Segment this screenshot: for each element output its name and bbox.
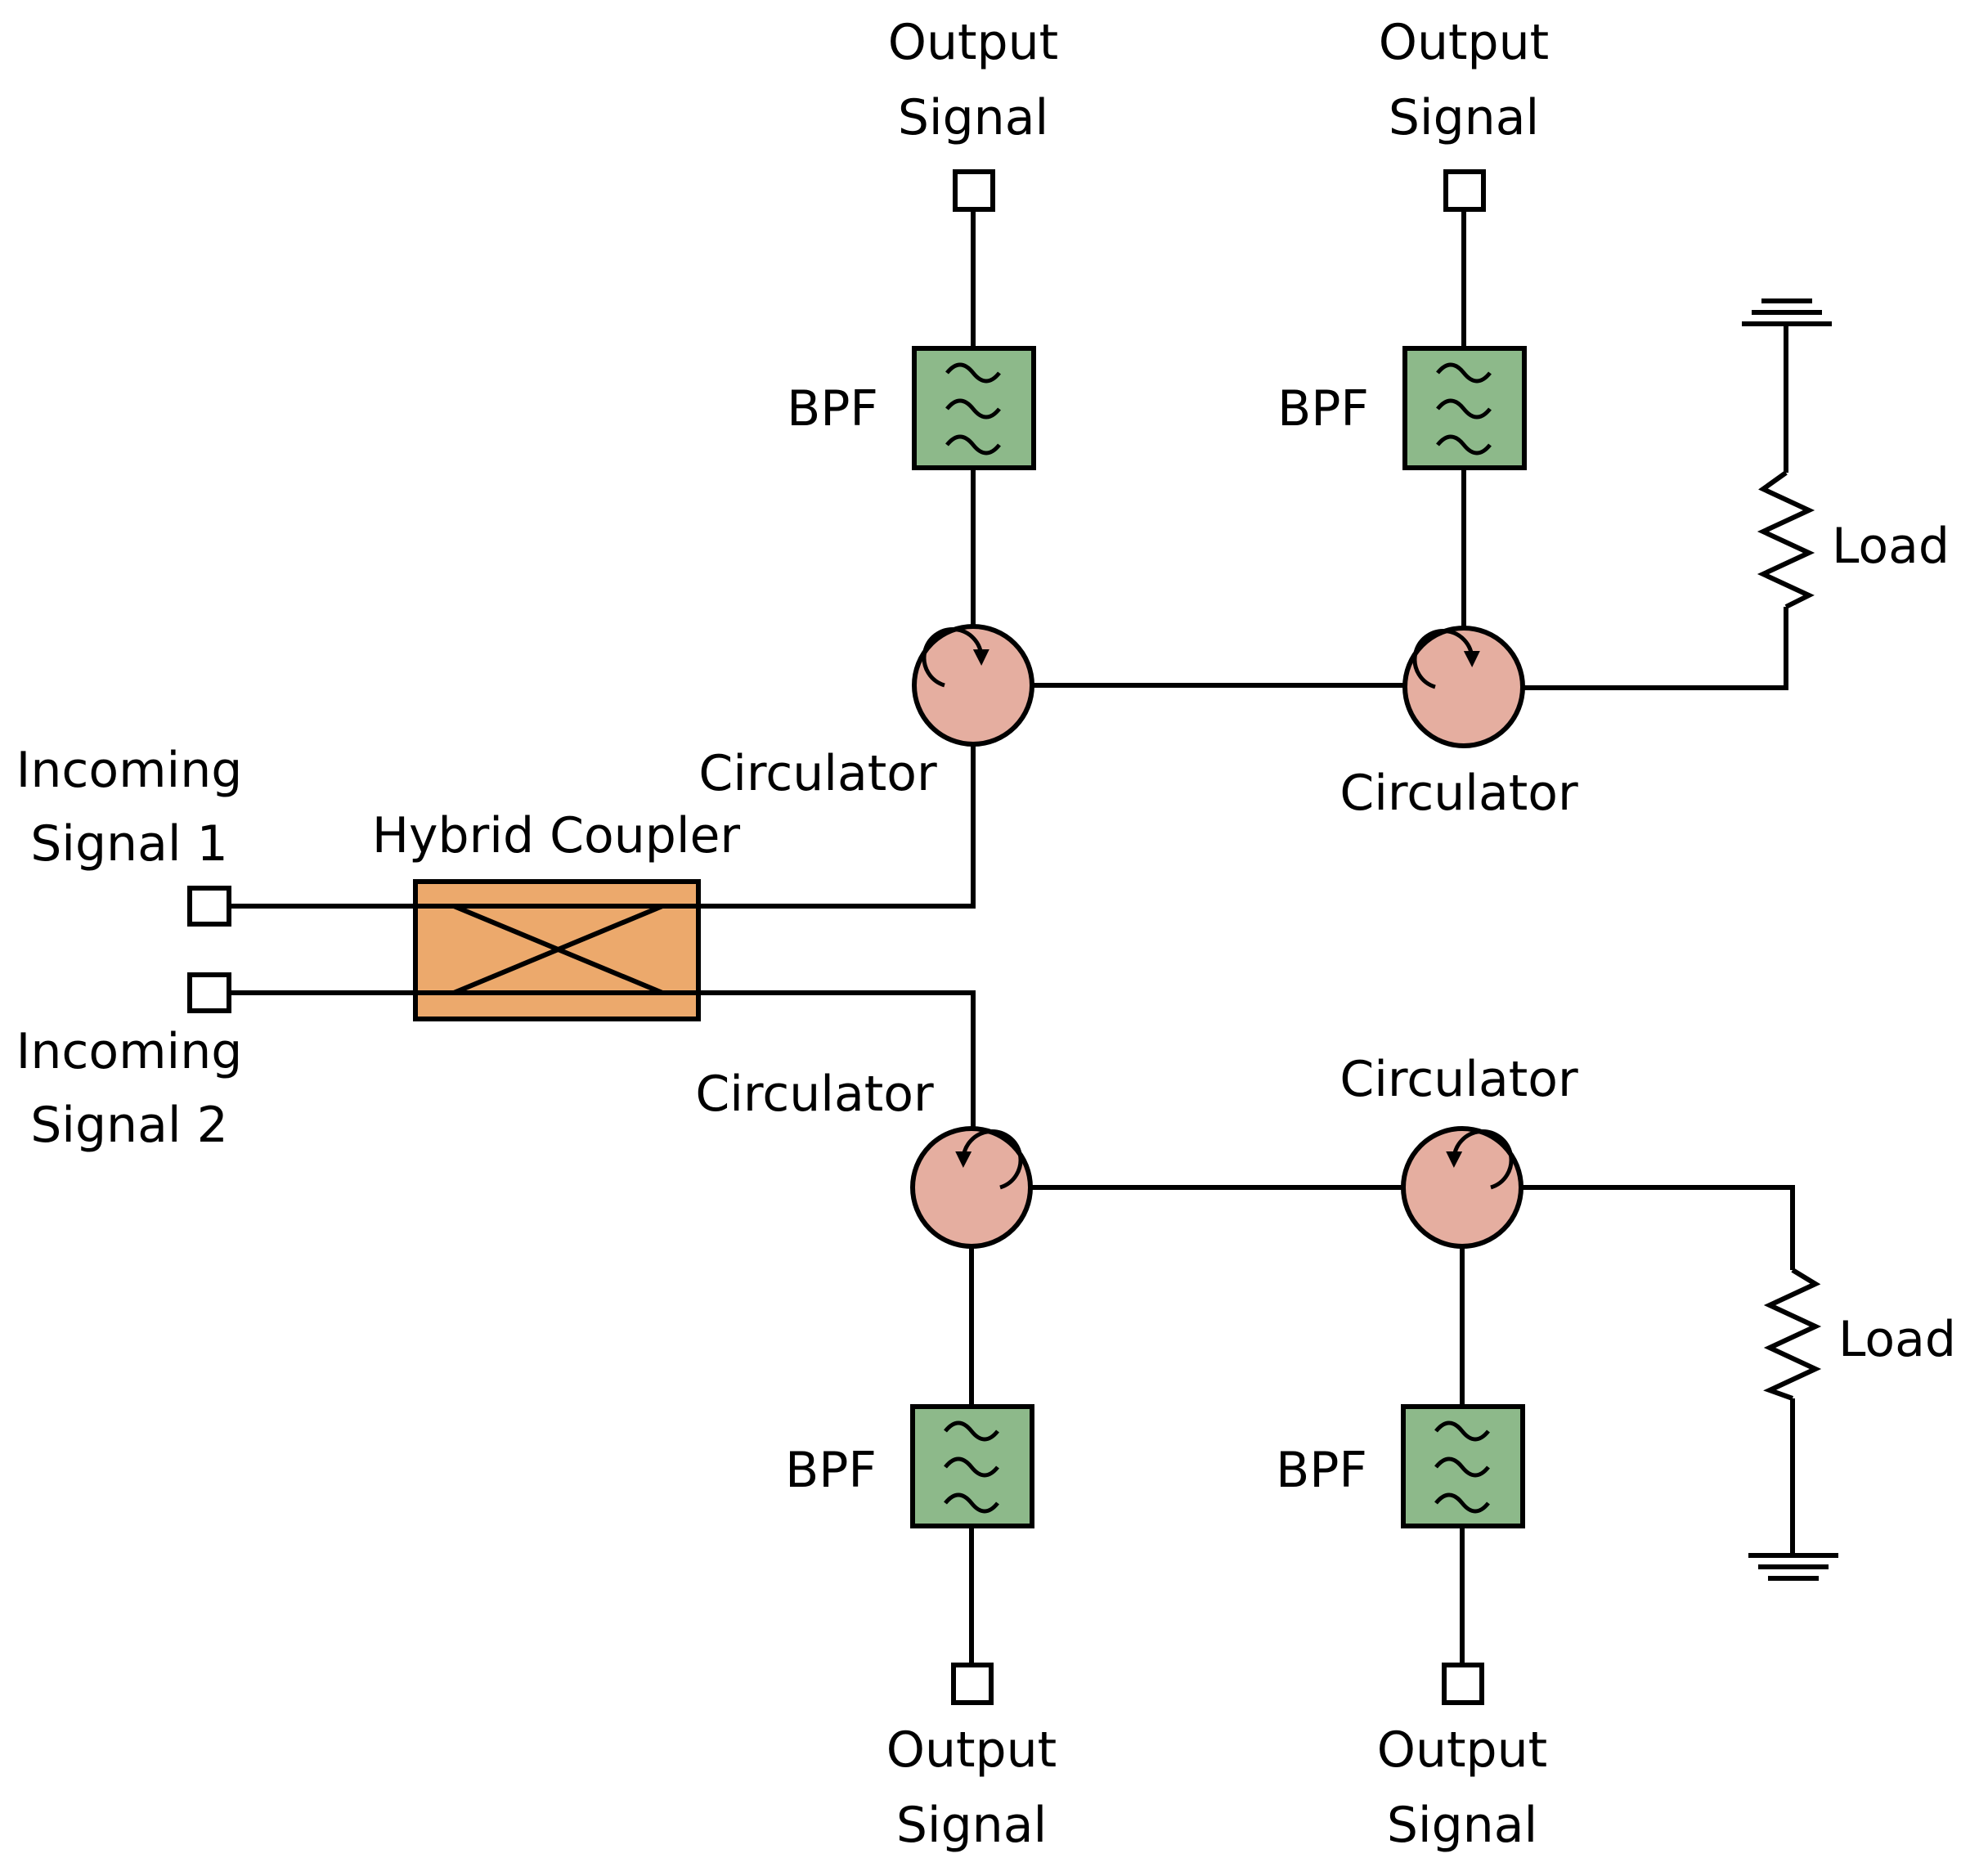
input-2-label-line-2: Signal 2 (30, 1097, 228, 1154)
circulator-bottom-left: Circulator (695, 1066, 1033, 1249)
circulator-top-left: Circulator (698, 624, 1034, 802)
input-2-label-line-1: Incoming (16, 1023, 243, 1080)
bpf-bottom-left-wave-icon (944, 1420, 999, 1514)
ground-bottom-icon (1748, 1553, 1838, 1581)
bpf-top-right: BPF (1277, 346, 1527, 470)
bpf-bottom-left-label: BPF (785, 1442, 877, 1499)
wire-bottom-to-load (1521, 1185, 1795, 1270)
output-port-bottom-right-icon (1442, 1663, 1484, 1705)
bpf-top-right-label: BPF (1277, 380, 1369, 438)
ground-bottom (1748, 1553, 1838, 1581)
load-bottom: Load (1763, 1268, 1956, 1401)
output-port-top-left-icon (953, 169, 995, 212)
hybrid-coupler-label: Hybrid Coupler (372, 807, 741, 864)
load-bottom-label: Load (1838, 1311, 1956, 1368)
circulator-bottom-right-icon (1401, 1126, 1523, 1249)
circulator-top-right-icon (1402, 626, 1525, 748)
hybrid-coupler-through-lines (415, 904, 698, 995)
output-bottom-left-label-line-1: Output (886, 1721, 1057, 1779)
output-top-left-label-line-2: Signal (898, 89, 1048, 146)
load-top-resistor-icon (1757, 470, 1815, 609)
circulator-bottom-left-label: Circulator (695, 1066, 934, 1123)
output-bottom-right-label-line-2: Signal (1387, 1797, 1537, 1854)
output-top-right-label-line-1: Output (1379, 14, 1549, 71)
hybrid-coupler-cross-icon (452, 904, 664, 995)
output-top-left-label-line-1: Output (888, 14, 1058, 71)
bpf-top-left-wave-icon (945, 362, 1001, 456)
bpf-top-right-wave-icon (1436, 362, 1492, 456)
output-top-left: Output Signal (888, 14, 1058, 212)
output-port-bottom-left-icon (951, 1663, 994, 1705)
bpf-bottom-right: BPF (1276, 1404, 1525, 1528)
circulator-top-left-icon (912, 624, 1034, 747)
load-bottom-resistor-icon (1763, 1268, 1822, 1401)
circulator-top-right-arrow-icon (1412, 628, 1480, 689)
output-bottom-right-label-line-1: Output (1377, 1721, 1547, 1779)
input-port-1-icon (187, 886, 231, 927)
input-port-2-icon (187, 972, 231, 1013)
output-bottom-right: Output Signal (1377, 1663, 1547, 1854)
bpf-top-left-label: BPF (787, 380, 878, 438)
ground-top (1742, 298, 1832, 326)
input-1-label-line-1: Incoming (16, 742, 243, 799)
hybrid-coupler: Hybrid Coupler (372, 807, 741, 1021)
circulator-bottom-left-icon (910, 1126, 1033, 1249)
circulator-bottom-right-arrow-icon (1446, 1129, 1514, 1190)
output-top-right-label-line-2: Signal (1389, 89, 1539, 146)
bpf-bottom-right-label: BPF (1276, 1442, 1367, 1499)
input-1: Incoming Signal 1 (16, 742, 243, 927)
circulator-top-left-label: Circulator (698, 745, 937, 802)
input-1-label-line-2: Signal 1 (30, 815, 228, 873)
input-2: Incoming Signal 2 (16, 972, 243, 1154)
wire-top-to-load (1523, 607, 1788, 690)
circulator-top-right-label: Circulator (1340, 765, 1578, 822)
ground-top-icon (1742, 298, 1832, 326)
load-top-label: Load (1832, 518, 1950, 575)
bpf-bottom-right-wave-icon (1434, 1420, 1490, 1514)
load-top: Load (1757, 470, 1950, 609)
bpf-bottom-left: BPF (785, 1404, 1034, 1528)
circulator-top-left-arrow-icon (922, 626, 989, 688)
output-port-top-right-icon (1443, 169, 1486, 212)
bpf-top-left: BPF (787, 346, 1036, 470)
circulator-bottom-left-arrow-icon (955, 1129, 1023, 1190)
circulator-bottom-right-label: Circulator (1340, 1051, 1578, 1108)
circulator-bottom-right: Circulator (1340, 1051, 1578, 1249)
output-top-right: Output Signal (1379, 14, 1549, 212)
output-bottom-left-label-line-2: Signal (896, 1797, 1047, 1854)
circulator-top-right: Circulator (1340, 626, 1578, 822)
output-bottom-left: Output Signal (886, 1663, 1057, 1854)
